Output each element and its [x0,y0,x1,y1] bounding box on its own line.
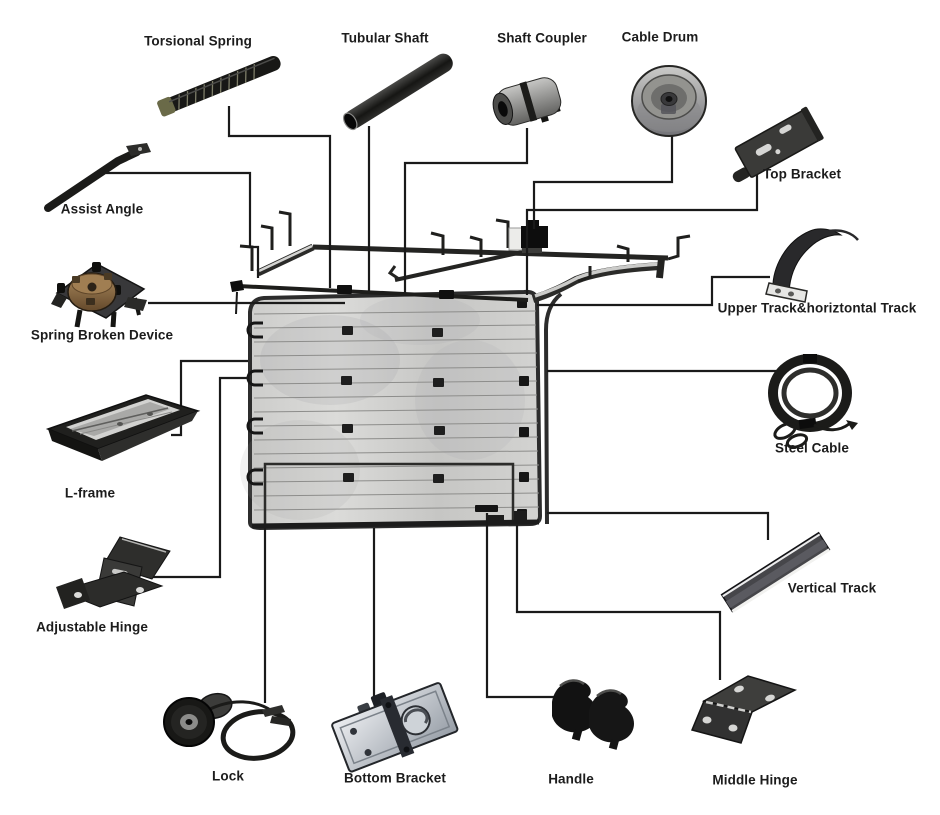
label-spring-broken-device: Spring Broken Device [30,327,174,343]
label-bottom-bracket: Bottom Bracket [344,770,446,786]
support-strut [394,249,528,282]
top-bracket-part [732,106,824,183]
upper-track-leader [537,275,770,307]
torsion-shaft [237,284,529,302]
label-steel-cable: Steel Cable [775,440,849,456]
label-assist-angle: Assist Angle [60,201,144,217]
cable-drum-leader [532,136,674,229]
label-upper-track: Upper Track&horiztontal Track [717,300,917,316]
label-shaft-coupler: Shaft Coupler [497,30,587,46]
rear-rail [312,244,669,261]
tubular-shaft-part [342,53,453,131]
leader-lines [106,106,778,703]
label-vertical-track: Vertical Track [787,580,877,596]
l-frame-leader [171,359,248,437]
lock-part [163,692,296,761]
bottom-section-outline [263,462,515,527]
adjustable-hinge-leader [150,376,248,579]
steel-cable-part [768,354,858,449]
label-top-bracket: Top Bracket [762,166,842,182]
shaft-coupler-leader [403,128,529,293]
label-handle: Handle [548,771,594,787]
vertical-track-leader [547,511,770,540]
door-seams [253,310,540,511]
l-frame-part [45,394,201,461]
door-hinges [341,326,445,483]
upper-track-part [765,228,859,303]
assist-angle-leader [106,171,260,278]
handle-leader [485,513,557,699]
drum-unit [508,220,548,253]
middle-hinge-part [690,675,798,744]
label-tubular-shaft: Tubular Shaft [341,30,429,46]
torsional-spring-part [157,55,281,117]
middle-hinge-leader [515,525,722,680]
label-l-frame: L-frame [64,485,116,501]
label-adjustable-hinge: Adjustable Hinge [36,619,148,635]
label-lock: Lock [212,768,244,784]
label-middle-hinge: Middle Hinge [712,772,798,788]
bottom-bracket-part [331,682,459,773]
adjustable-hinge-part [56,536,171,609]
installed-vertical-track [543,292,563,525]
assist-angle-part [44,143,151,212]
top-bracket-leader [525,160,759,295]
door-assembly [230,210,691,531]
door-lock-bar [475,505,498,512]
spring-broken-device-part [51,262,147,328]
handle-part [552,679,634,750]
shaft-coupler-part [492,77,562,126]
label-torsional-spring: Torsional Spring [144,33,252,49]
label-cable-drum: Cable Drum [621,29,699,45]
torsional-spring-leader [227,106,332,288]
vertical-track-part [720,531,831,613]
cable-drum-part [631,65,707,137]
